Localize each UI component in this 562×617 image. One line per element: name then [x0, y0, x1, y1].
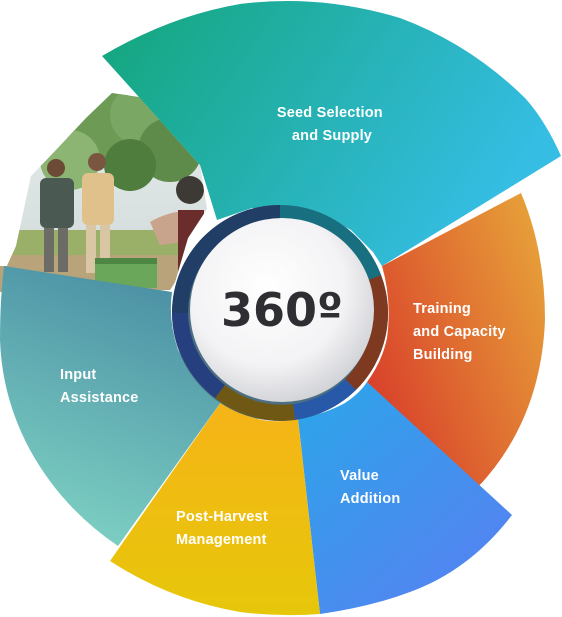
label-post-line-2: Management: [176, 532, 267, 548]
segment-training[interactable]: [367, 193, 545, 487]
center-label: 360º: [221, 283, 343, 337]
label-seed-selection: Seed Selection and Supply: [277, 105, 387, 144]
label-training-line-1: Training: [413, 301, 471, 317]
segment-post-harvest[interactable]: [110, 402, 320, 616]
label-seed-line-1: Seed Selection: [277, 105, 383, 121]
label-post-harvest: Post-Harvest Management: [176, 509, 272, 548]
label-training-line-3: Building: [413, 347, 473, 363]
label-post-line-1: Post-Harvest: [176, 509, 268, 525]
center-ring: [172, 205, 389, 421]
segment-value-addition[interactable]: [298, 382, 512, 614]
label-input-line-2: Assistance: [60, 390, 139, 406]
label-training-line-2: and Capacity: [413, 324, 506, 340]
segment-input-assistance[interactable]: [0, 266, 221, 546]
label-value-addition: Value Addition: [340, 468, 400, 507]
label-value-line-1: Value: [340, 468, 379, 484]
label-training: Training and Capacity Building: [413, 301, 510, 363]
label-value-line-2: Addition: [340, 491, 400, 507]
label-input-assistance: Input Assistance: [60, 367, 139, 406]
label-input-line-1: Input: [60, 367, 96, 383]
segment-seed-selection[interactable]: [102, 1, 561, 266]
label-seed-line-2: and Supply: [292, 128, 372, 144]
